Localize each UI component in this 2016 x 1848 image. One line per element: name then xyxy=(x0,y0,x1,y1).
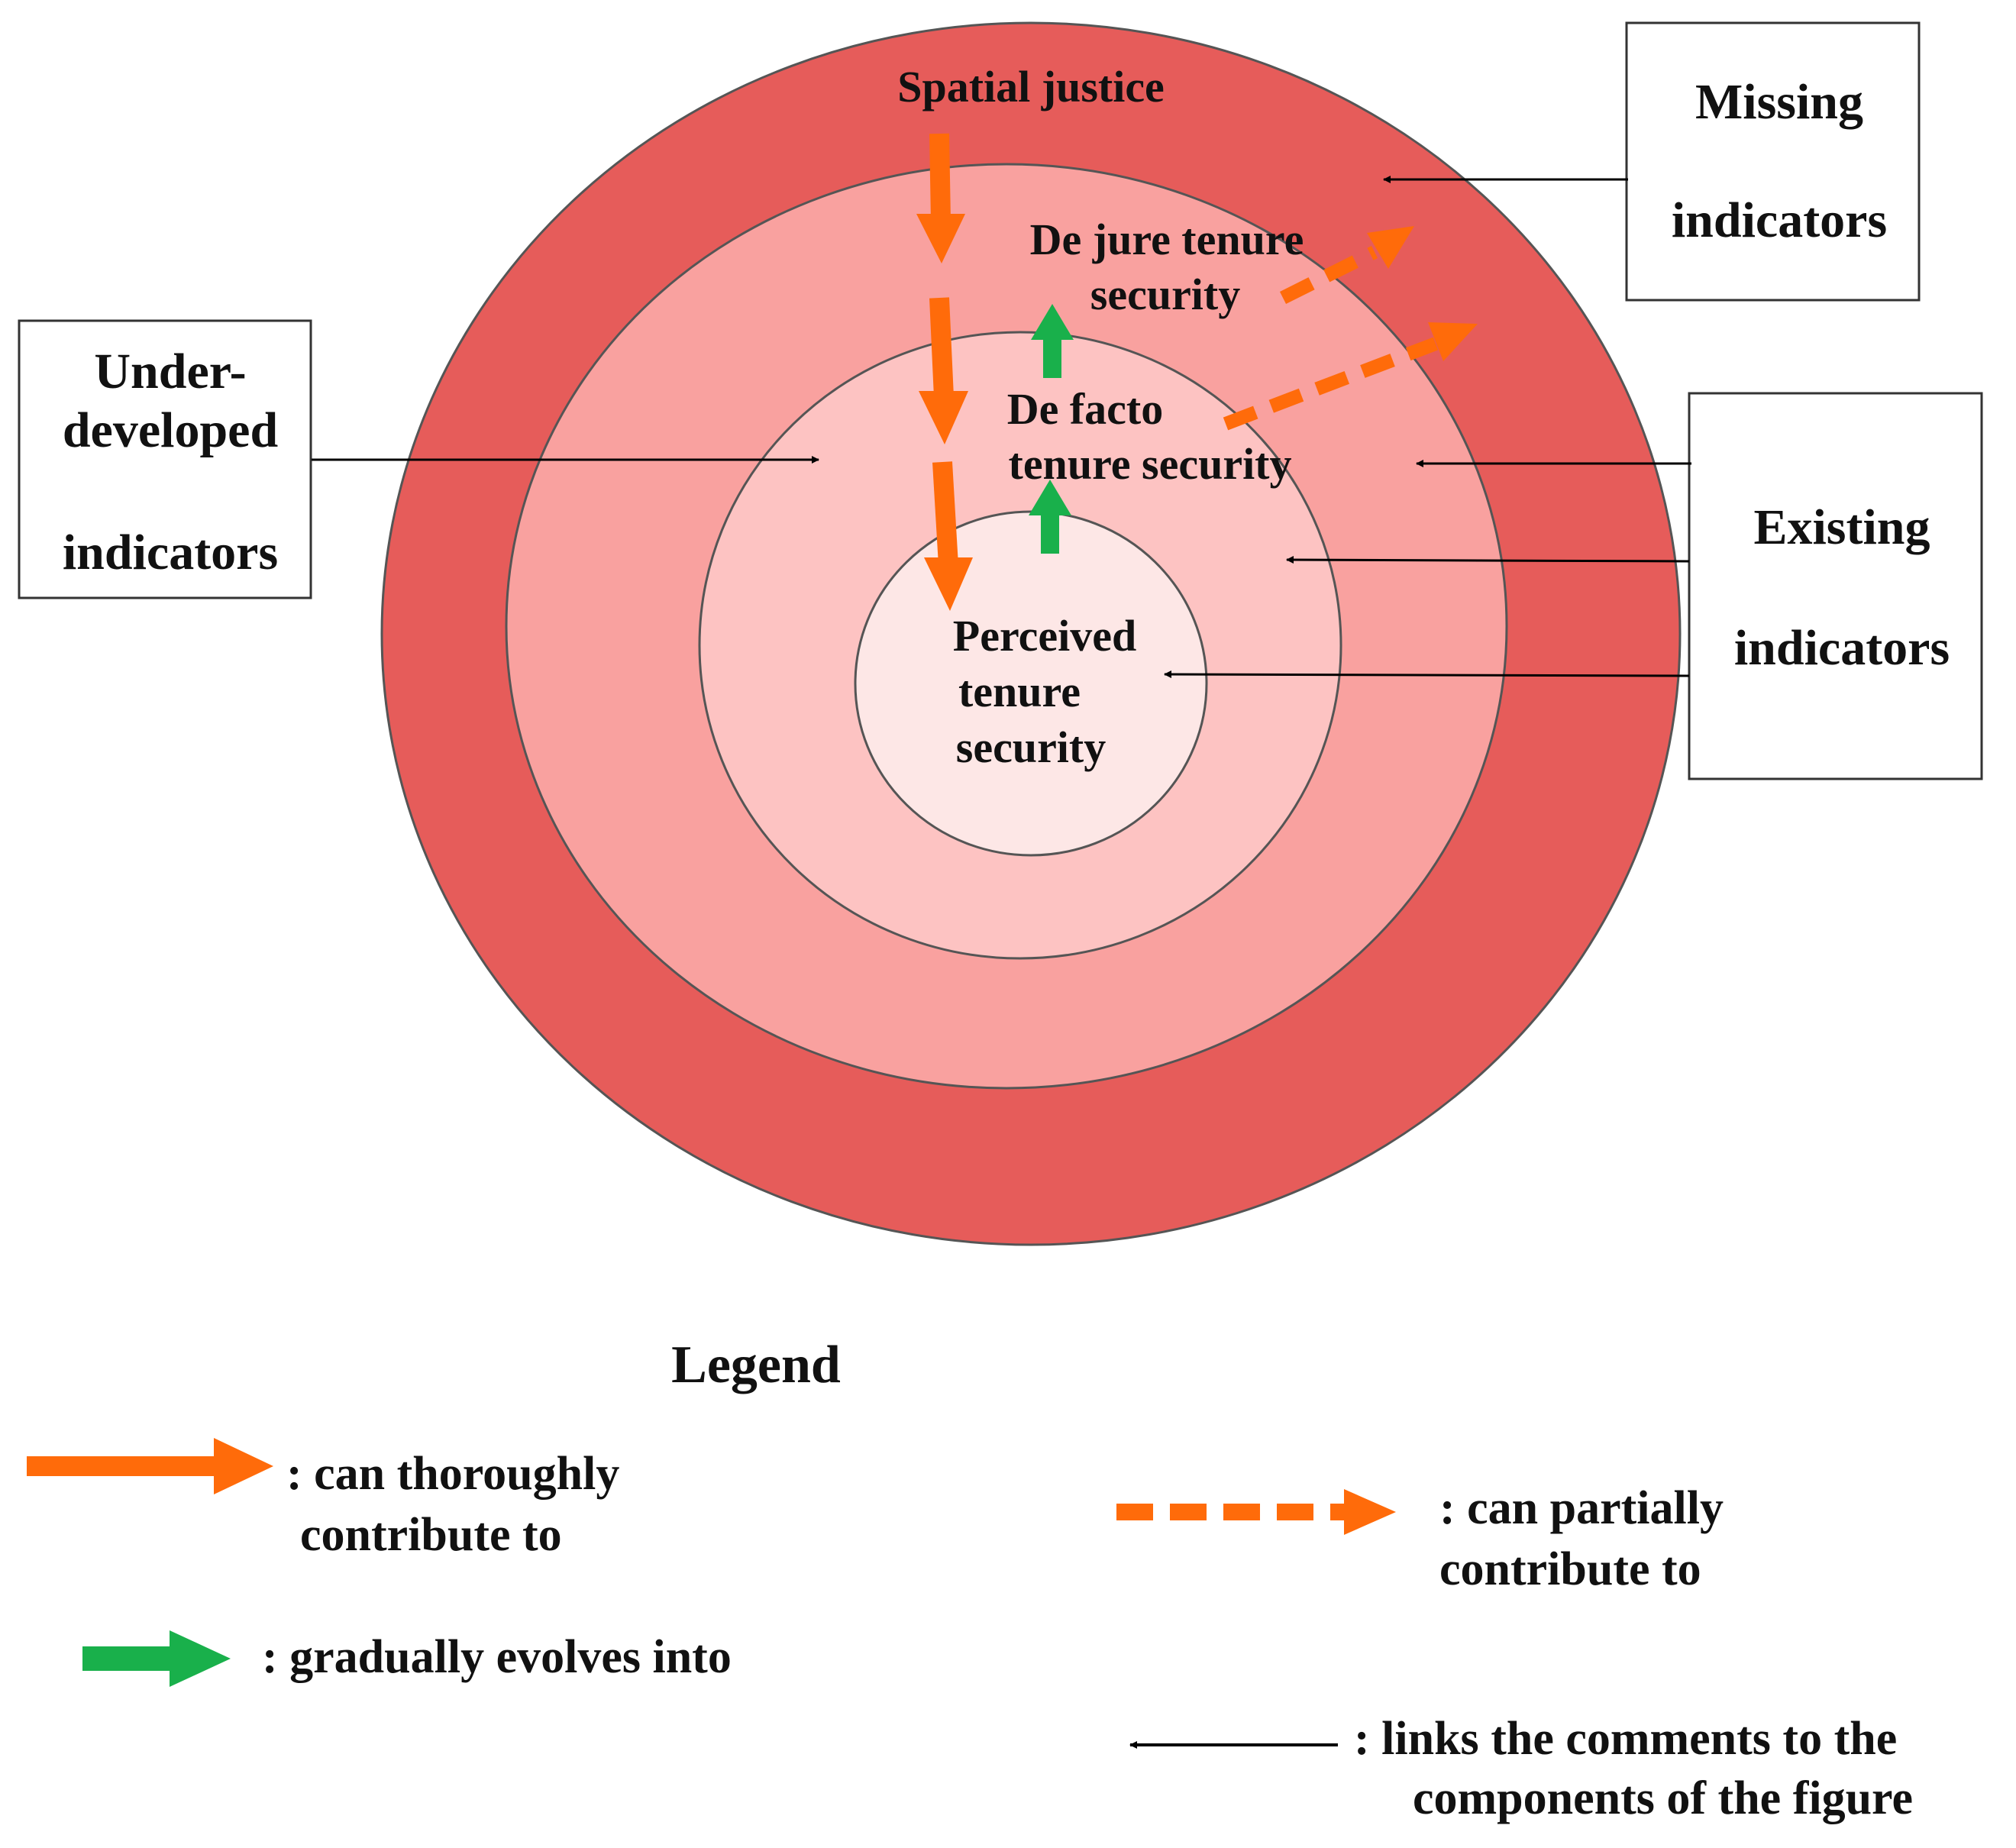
perceived-label-line3: security xyxy=(956,722,1107,772)
legend-partial-item: : can partially contribute to xyxy=(1116,1482,1724,1595)
thorough-arrow-2 xyxy=(919,297,968,444)
perceived-label-line2: tenure xyxy=(958,667,1081,716)
de-facto-label-line2: tenure security xyxy=(1009,439,1292,489)
underdeveloped-box-line1: Under- xyxy=(94,344,246,399)
legend-title: Legend xyxy=(671,1336,841,1394)
legend-thorough-item: : can thoroughly contribute to xyxy=(27,1438,619,1561)
link-arrow-existing-core xyxy=(1164,670,1690,679)
underdeveloped-box-line2: developed xyxy=(63,402,278,458)
partial-arrow-2 xyxy=(1223,322,1478,431)
dashed-orange-arrow-icon xyxy=(1116,1489,1396,1535)
existing-box-line1: Existing xyxy=(1753,499,1930,555)
de-jure-label-line2: security xyxy=(1090,270,1241,319)
de-facto-label-line1: De facto xyxy=(1007,384,1164,434)
legend-thorough-line1: : can thoroughly xyxy=(286,1448,619,1500)
legend-partial-line1: : can partially xyxy=(1439,1482,1724,1534)
thorough-arrow-1 xyxy=(916,133,965,263)
evolve-arrow-2 xyxy=(1029,480,1071,554)
green-arrow-icon xyxy=(82,1630,231,1687)
missing-box-line2: indicators xyxy=(1672,192,1887,248)
underdeveloped-indicators-box: Under- developed indicators xyxy=(18,319,312,599)
spatial-justice-label: Spatial justice xyxy=(897,62,1165,111)
partial-arrow-1 xyxy=(1279,226,1414,305)
thorough-arrow-3 xyxy=(924,461,973,611)
legend-evolve-item: : gradually evolves into xyxy=(82,1630,732,1687)
legend-link-line1: : links the comments to the xyxy=(1354,1713,1897,1765)
missing-box-line1: Missing xyxy=(1695,74,1863,130)
existing-indicators-box: Existing indicators xyxy=(1688,392,1983,780)
legend-partial-line2: contribute to xyxy=(1439,1543,1701,1595)
legend-thorough-line2: contribute to xyxy=(300,1509,562,1561)
perceived-label-line1: Perceived xyxy=(953,611,1136,661)
solid-orange-arrow-icon xyxy=(27,1438,273,1494)
existing-box-line2: indicators xyxy=(1734,620,1950,676)
de-jure-label-line1: De jure tenure xyxy=(1030,215,1304,264)
evolve-arrow-1 xyxy=(1031,304,1074,378)
legend-evolve-line1: : gradually evolves into xyxy=(262,1631,732,1683)
underdeveloped-box-line3: indicators xyxy=(63,525,278,580)
link-arrow-existing-inner xyxy=(1286,556,1690,564)
legend-link-item: : links the comments to the components o… xyxy=(1129,1713,1913,1824)
legend-link-line2: components of the figure xyxy=(1413,1772,1913,1824)
missing-indicators-box: Missing indicators xyxy=(1625,21,1921,302)
